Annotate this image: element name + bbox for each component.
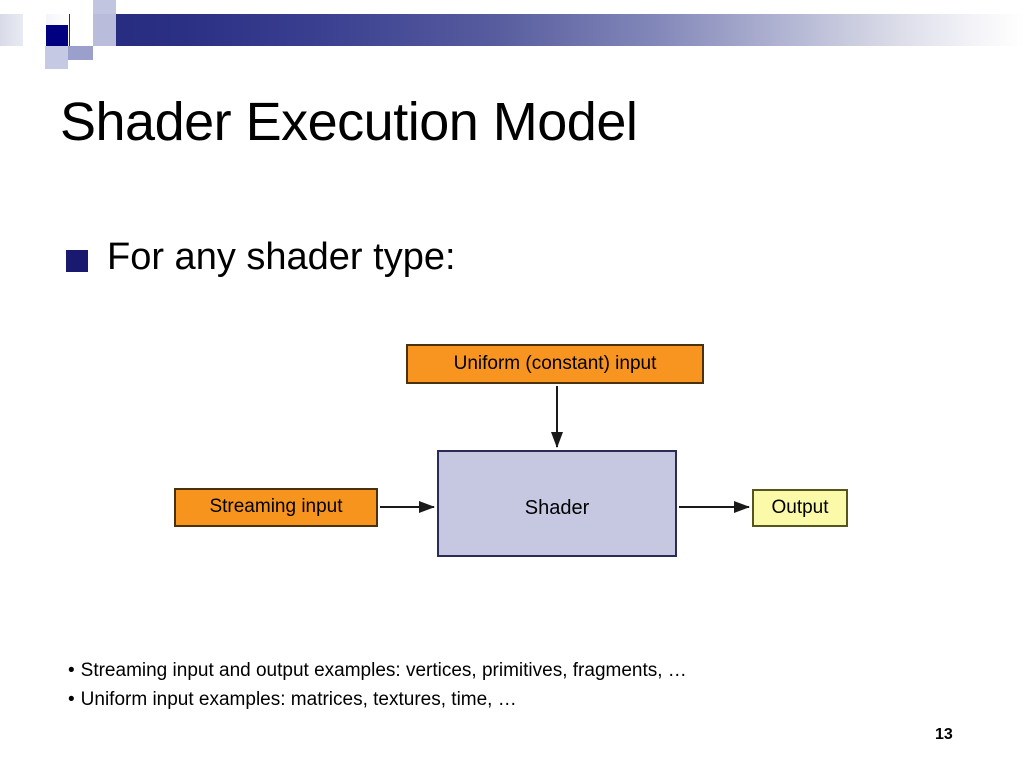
note-text: Uniform input examples: matrices, textur… (80, 689, 517, 711)
main-bullet: For any shader type: (66, 236, 456, 280)
header-square (68, 46, 93, 60)
note-bullet-dot: • (68, 660, 75, 681)
diagram-node-streaming-input[interactable]: Streaming input (174, 488, 378, 527)
note-line: •Streaming input and output examples: ve… (68, 656, 968, 685)
header-square-accent (45, 25, 68, 48)
note-bullet-dot: • (68, 689, 75, 711)
bullet-square-marker (66, 250, 88, 272)
slide-notes: •Streaming input and output examples: ve… (68, 656, 968, 715)
slide-header-decoration (0, 0, 1024, 70)
page-title: Shader Execution Model (60, 92, 638, 152)
header-square (93, 0, 116, 14)
diagram-node-output[interactable]: Output (752, 489, 848, 527)
header-square (70, 14, 93, 46)
header-gradient-bar (69, 14, 1024, 46)
main-bullet-label: For any shader type: (107, 236, 456, 278)
note-text: Streaming input and output examples: ver… (80, 660, 687, 681)
header-square (45, 46, 68, 69)
diagram-node-uniform-input[interactable]: Uniform (constant) input (406, 344, 704, 384)
header-square (93, 14, 116, 46)
diagram-node-shader[interactable]: Shader (437, 450, 677, 557)
page-number: 13 (935, 726, 953, 743)
header-square (23, 14, 46, 46)
note-line: •Uniform input examples: matrices, textu… (68, 685, 968, 714)
